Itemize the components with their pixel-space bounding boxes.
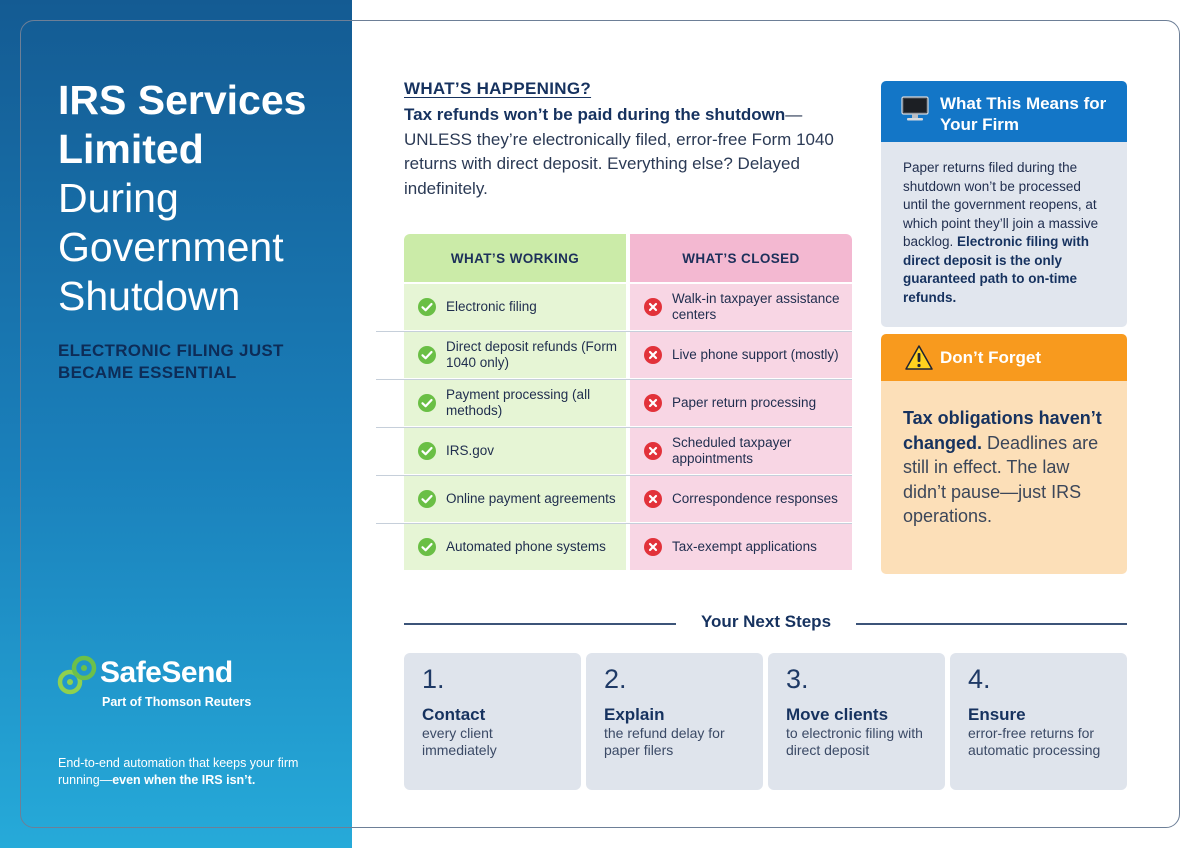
- x-circle-icon: [644, 394, 662, 412]
- working-item: Direct deposit refunds (Form 1040 only): [404, 332, 626, 378]
- step-desc: every client immediately: [422, 725, 497, 758]
- closed-item-label: Scheduled taxpayer appointments: [672, 435, 792, 466]
- step-head: Explain: [604, 705, 665, 724]
- step-num: 1.: [422, 664, 445, 694]
- step-head: Ensure: [968, 705, 1026, 724]
- step-head: Move clients: [786, 705, 889, 724]
- row-divider: [376, 475, 852, 476]
- step-desc: error-free returns for automatic process…: [968, 725, 1101, 758]
- logo-name: SafeSend: [100, 656, 233, 689]
- dont-forget-bold: Tax obligations haven’t changed.: [903, 408, 1102, 453]
- check-circle-icon: [418, 490, 436, 508]
- tagline-plain: End-to-end automation that keeps your fi…: [58, 756, 299, 787]
- subtitle: ELECTRONIC FILING JUST BECAME ESSENTIAL: [58, 341, 284, 382]
- x-circle-icon: [644, 346, 662, 364]
- working-item: IRS.gov: [404, 428, 626, 474]
- whats-happening-rest: —UNLESS they’re electronically filed, er…: [404, 105, 834, 198]
- firm-card-title: What This Means for Your Firm: [940, 94, 1107, 134]
- x-circle-icon: [644, 538, 662, 556]
- steps-divider-left: [404, 623, 676, 625]
- working-item-label: Payment processing (all methods): [446, 387, 591, 418]
- step-desc: to electronic filing with direct deposit: [786, 725, 923, 758]
- check-circle-icon: [418, 442, 436, 460]
- dont-forget-title: Don’t Forget: [940, 348, 1042, 367]
- closed-item-label: Walk-in taxpayer assistance centers: [672, 291, 840, 322]
- left-panel: IRS Services Limited During Government S…: [0, 0, 352, 848]
- x-circle-icon: [644, 490, 662, 508]
- check-circle-icon: [418, 346, 436, 364]
- closed-item: Scheduled taxpayer appointments: [630, 428, 852, 474]
- title-line-2: Limited: [58, 126, 204, 172]
- x-circle-icon: [644, 442, 662, 460]
- dont-forget-card: Don’t Forget Tax obligations haven’t cha…: [881, 334, 1127, 574]
- firm-card-header: What This Means for Your Firm: [881, 81, 1127, 142]
- working-item: Automated phone systems: [404, 524, 626, 570]
- closed-item: Live phone support (mostly): [630, 332, 852, 378]
- title-line-5: Shutdown: [58, 273, 241, 319]
- working-item-label: Electronic filing: [446, 299, 537, 314]
- working-item-label: IRS.gov: [446, 443, 495, 458]
- working-item: Electronic filing: [404, 284, 626, 330]
- whats-happening-lead: Tax refunds won’t be paid during the shu…: [404, 105, 786, 124]
- working-item-label: Online payment agreements: [446, 491, 616, 506]
- firm-card: What This Means for Your Firm Paper retu…: [881, 81, 1127, 327]
- step-num: 4.: [968, 664, 991, 694]
- row-divider: [376, 427, 852, 428]
- step-num: 3.: [786, 664, 809, 694]
- step-desc: the refund delay for paper filers: [604, 725, 725, 758]
- row-divider: [376, 379, 852, 380]
- closed-item-label: Tax-exempt applications: [672, 539, 817, 554]
- check-circle-icon: [418, 538, 436, 556]
- dont-forget-body: Tax obligations haven’t changed. Deadlin…: [881, 381, 1127, 574]
- firm-body-plain: Paper returns filed during the shutdown …: [903, 160, 1099, 249]
- logo-sub: Part of Thomson Reuters: [102, 695, 252, 709]
- row-divider: [376, 523, 852, 524]
- closed-item: Paper return processing: [630, 380, 852, 426]
- closed-item-label: Correspondence responses: [672, 491, 838, 506]
- dont-forget-header: Don’t Forget: [881, 334, 1127, 381]
- title-line-1: IRS Services: [58, 77, 307, 123]
- tagline: End-to-end automation that keeps your fi…: [58, 755, 318, 789]
- x-circle-icon: [644, 298, 662, 316]
- row-divider: [376, 331, 852, 332]
- closed-item: Walk-in taxpayer assistance centers: [630, 284, 852, 330]
- working-item-label: Direct deposit refunds (Form 1040 only): [446, 339, 618, 370]
- step-head: Contact: [422, 705, 486, 724]
- status-table: WHAT’S WORKING WHAT’S CLOSED Electronic …: [376, 234, 852, 574]
- safesend-logo-icon: [57, 655, 97, 695]
- dont-forget-plain: Deadlines are still in effect. The law d…: [903, 432, 1099, 527]
- firm-body-bold: Electronic filing with direct deposit is…: [903, 234, 1090, 305]
- closed-header: WHAT’S CLOSED: [630, 234, 852, 282]
- working-header: WHAT’S WORKING: [404, 234, 626, 282]
- next-steps-title: Your Next Steps: [700, 612, 832, 631]
- title-line-3: During: [58, 175, 179, 221]
- title-line-4: Government: [58, 224, 284, 270]
- check-circle-icon: [418, 298, 436, 316]
- monitor-icon: [901, 96, 929, 121]
- tagline-bold: even when the IRS isn’t.: [112, 773, 256, 787]
- check-circle-icon: [418, 394, 436, 412]
- working-item: Online payment agreements: [404, 476, 626, 522]
- working-item-label: Automated phone systems: [446, 539, 606, 554]
- steps-divider-right: [856, 623, 1127, 625]
- firm-card-body: Paper returns filed during the shutdown …: [881, 142, 1127, 327]
- closed-item: Tax-exempt applications: [630, 524, 852, 570]
- working-item: Payment processing (all methods): [404, 380, 626, 426]
- closed-item-label: Live phone support (mostly): [672, 347, 839, 362]
- safesend-logo: SafeSend Part of Thomson Reuters: [56, 652, 286, 712]
- closed-item: Correspondence responses: [630, 476, 852, 522]
- whats-happening-text: Tax refunds won’t be paid during the shu…: [404, 103, 844, 201]
- closed-item-label: Paper return processing: [672, 395, 817, 410]
- warning-icon: [905, 345, 933, 370]
- step-num: 2.: [604, 664, 627, 694]
- whats-happening-heading: WHAT’S HAPPENING?: [404, 79, 592, 98]
